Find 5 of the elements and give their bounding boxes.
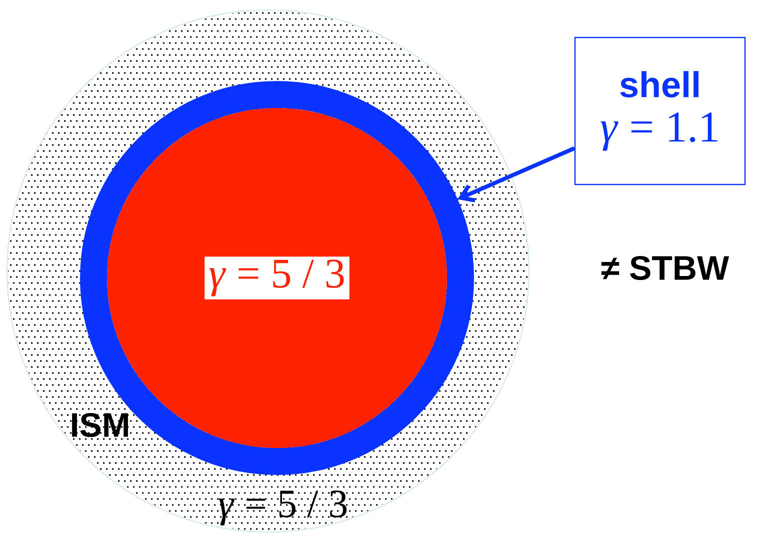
label-box: shell γ = 1.1: [574, 36, 746, 186]
note-label: ≠ STBW: [601, 256, 730, 280]
region-label: ISM: [72, 412, 128, 438]
gamma-label: γ = 5 / 3: [209, 260, 344, 296]
arrow: [458, 146, 576, 202]
